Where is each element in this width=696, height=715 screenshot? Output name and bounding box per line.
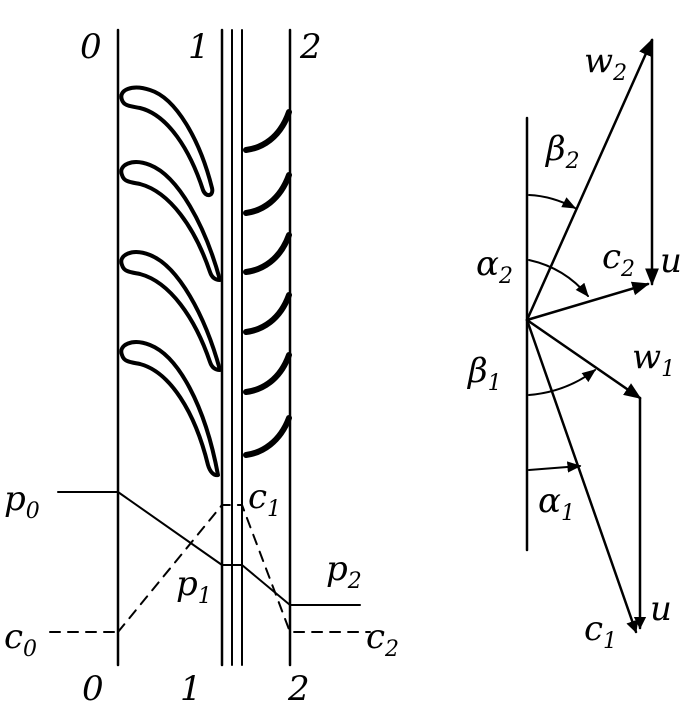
beta2-arc <box>528 194 577 209</box>
rotor-blade <box>243 109 292 153</box>
w1-label: w1 <box>632 337 675 382</box>
p0-label: p0 <box>4 479 40 524</box>
w2-label: w2 <box>584 41 627 86</box>
alpha1-arc <box>528 461 582 473</box>
rotor-blades <box>243 109 292 458</box>
rotor-blade <box>243 232 292 275</box>
station-lines <box>116 28 292 667</box>
c1-triangle-label: c1 <box>584 609 617 654</box>
alpha2-label: α2 <box>476 244 513 289</box>
nozzle-blade <box>119 160 222 282</box>
station-2-top-label: 2 <box>299 27 322 67</box>
c2-label: c2 <box>366 617 399 662</box>
rotor-blade <box>243 352 292 395</box>
nozzle-blade <box>119 250 222 372</box>
w2-vector <box>525 38 654 322</box>
u-top-label: u <box>660 241 682 281</box>
velocity-curve <box>49 504 371 633</box>
station-1-bottom-label: 1 <box>180 669 202 709</box>
alpha1-label: α1 <box>538 481 575 526</box>
nozzle-blade <box>119 340 220 478</box>
alpha2-arc <box>528 259 589 298</box>
station-0-top-label: 0 <box>80 27 102 67</box>
station-2-bottom-label: 2 <box>287 669 310 709</box>
beta1-arc <box>528 369 597 396</box>
rotor-blade <box>243 415 292 458</box>
p1-label: p1 <box>176 564 212 609</box>
rotor-blade <box>243 292 292 335</box>
station-1-top-label: 1 <box>188 27 210 67</box>
pressure-curve <box>57 491 361 606</box>
c2-vector <box>525 281 650 322</box>
beta2-label: β2 <box>544 129 580 174</box>
nozzle-blades <box>119 85 222 478</box>
station-0-bottom-label: 0 <box>82 669 104 709</box>
rotor-blade <box>243 172 292 216</box>
nozzle-blade <box>119 85 215 197</box>
p2-label: p2 <box>326 549 362 594</box>
c1-label: c1 <box>248 477 281 522</box>
c1-vector <box>525 318 639 634</box>
beta1-label: β1 <box>466 351 502 396</box>
w1-vector <box>525 318 642 400</box>
c2-triangle-label: c2 <box>602 237 635 282</box>
c0-label: c0 <box>4 617 37 662</box>
velocity-triangles <box>525 38 659 634</box>
u-bottom-label: u <box>650 589 672 629</box>
